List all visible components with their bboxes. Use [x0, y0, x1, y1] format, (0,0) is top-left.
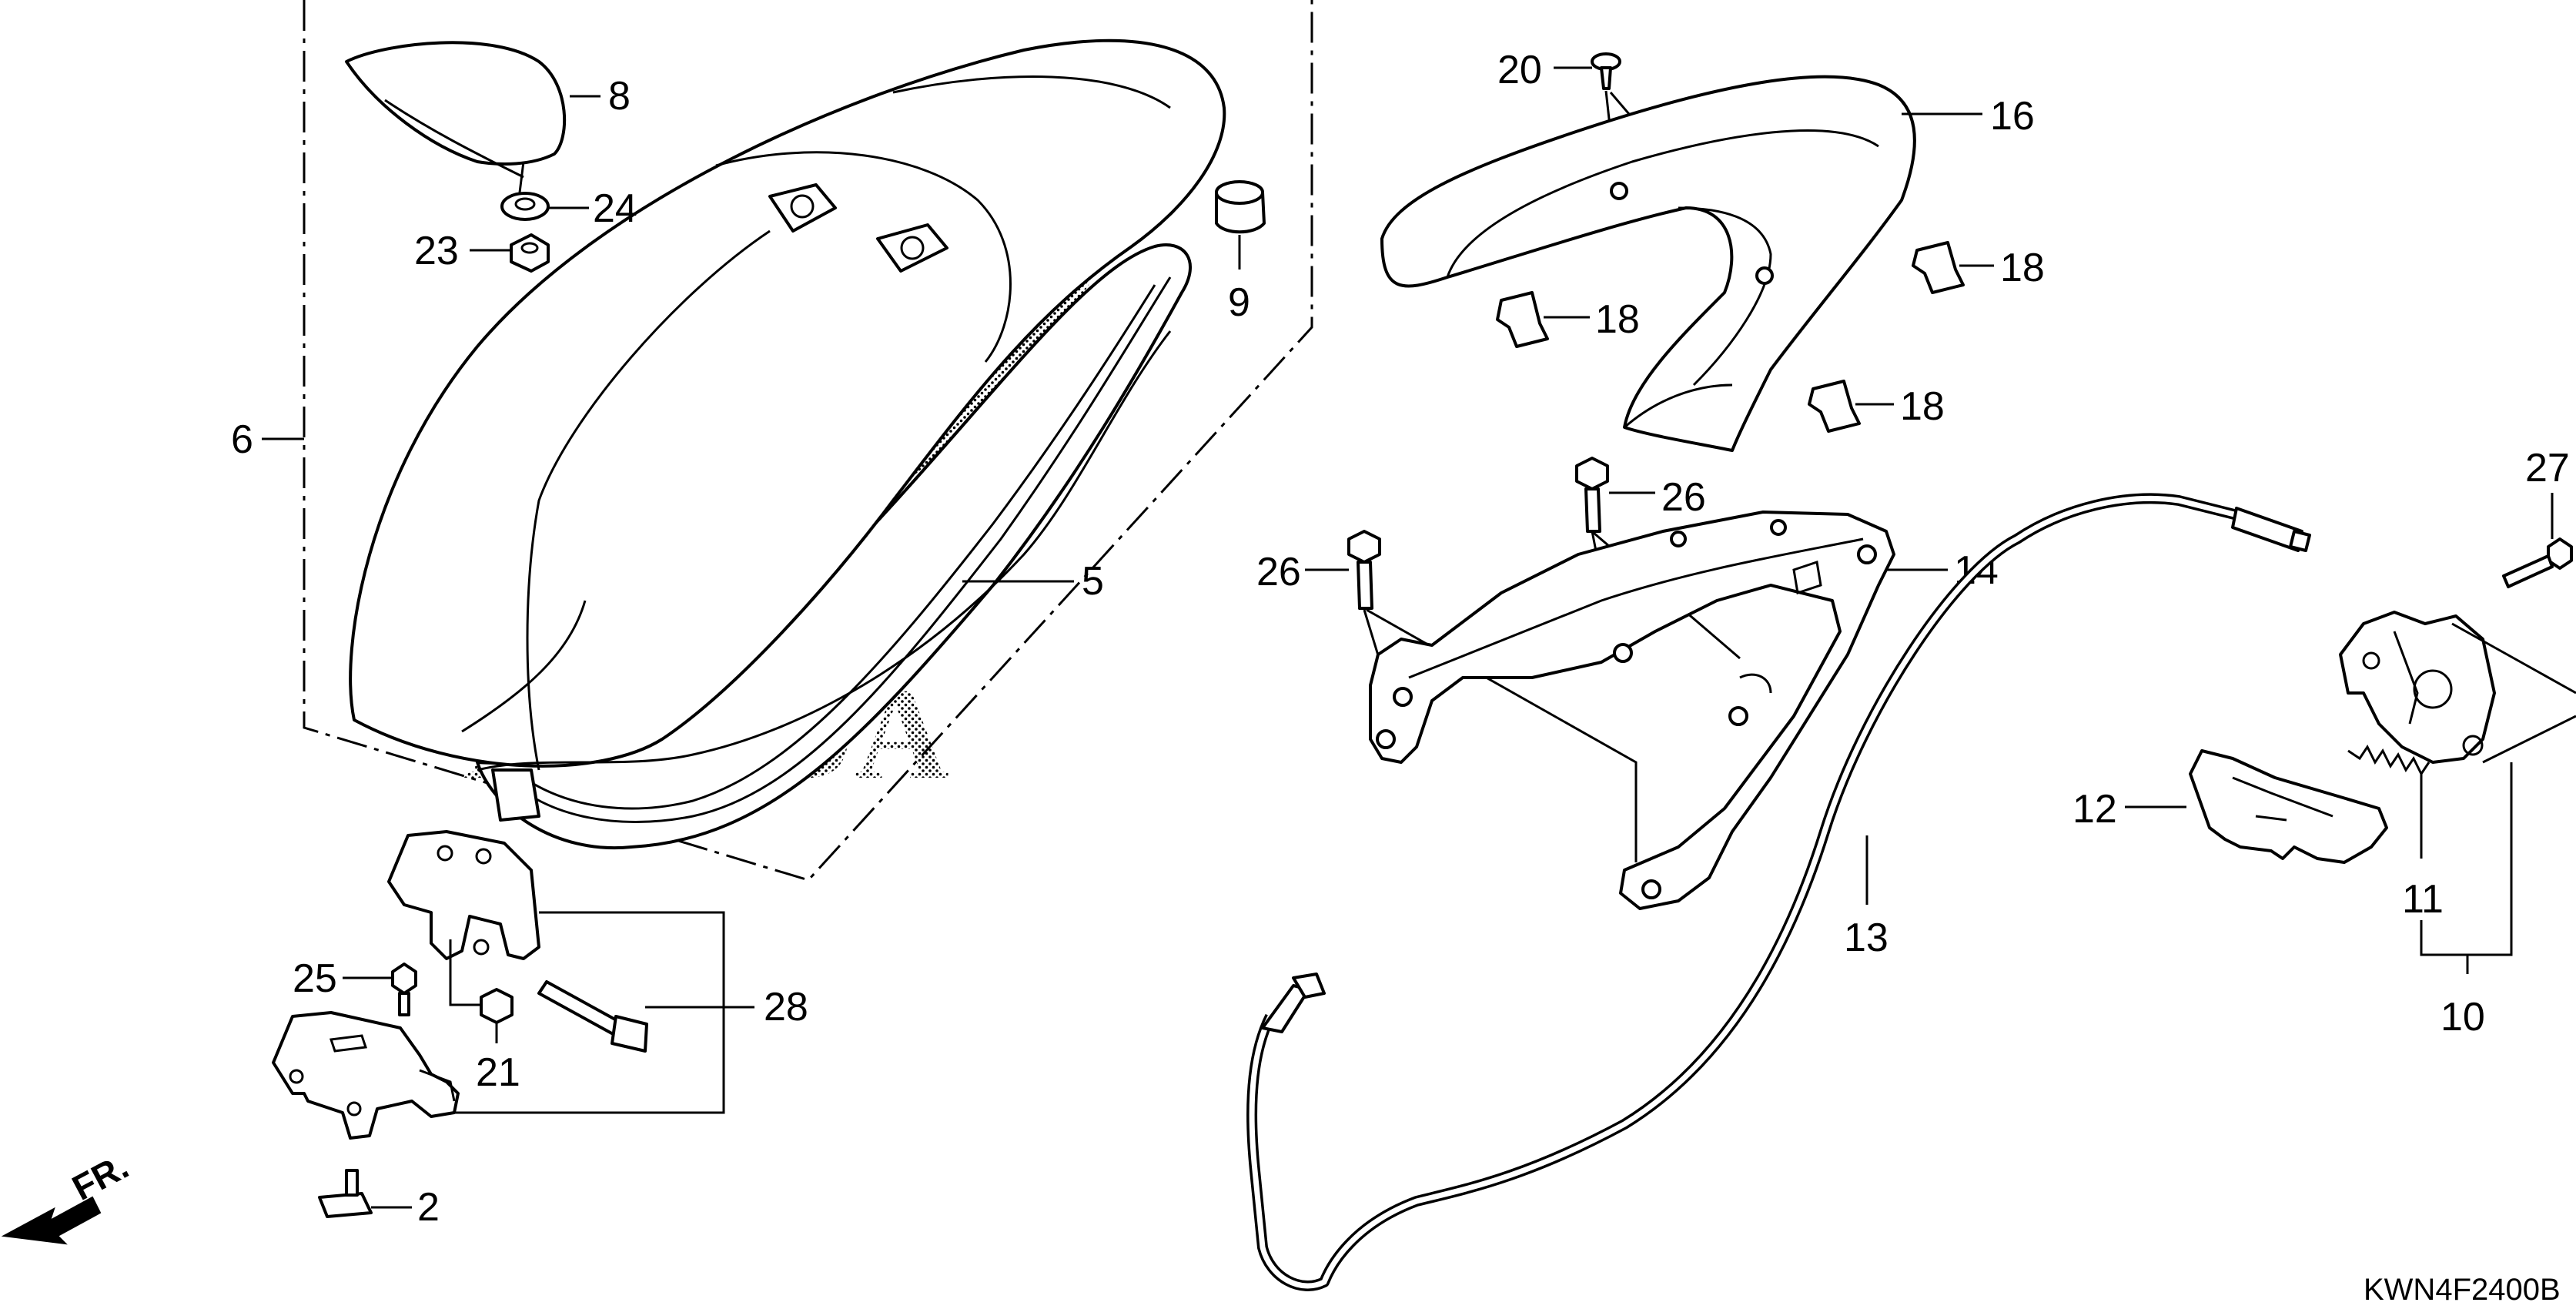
rubber-stopper-9 [1215, 180, 1266, 234]
screw-20 [1591, 52, 1621, 90]
callout-18-b: 18 [2000, 246, 2045, 290]
callout-20: 20 [1497, 48, 1542, 92]
callout-12: 12 [2073, 787, 2117, 832]
clip-18-c [1808, 380, 1861, 433]
callout-26-a: 26 [1661, 475, 1706, 520]
callout-18-c: 18 [1900, 384, 1945, 429]
bolt-26-left [1347, 530, 1381, 610]
callout-9: 9 [1228, 280, 1250, 325]
nut-21 [480, 988, 514, 1024]
seat-lock-cable-13 [1246, 493, 2311, 1291]
seat-hinge [387, 830, 540, 960]
callout-25: 25 [293, 956, 337, 1001]
callout-2: 2 [417, 1185, 440, 1230]
grab-rail-14 [1369, 511, 1895, 910]
seat-assembly-outline [303, 0, 1313, 882]
bolt-26-upper [1575, 457, 1609, 533]
seat-lock-10 [2339, 611, 2496, 764]
callout-6: 6 [231, 417, 253, 462]
clip-18-b [1912, 241, 1965, 294]
callout-10: 10 [2441, 995, 2485, 1040]
callout-18-a: 18 [1595, 297, 1640, 342]
lock-cover-12 [2189, 749, 2388, 864]
spring-11 [2347, 745, 2430, 776]
backrest-pad [345, 41, 567, 179]
drawing-code: KWN4F2400B [2364, 1273, 2561, 1307]
bolt-25 [391, 962, 417, 1016]
front-direction-arrow-icon [1, 1196, 102, 1245]
callout-24: 24 [593, 186, 637, 231]
clip-2 [318, 1169, 373, 1218]
callout-28: 28 [764, 985, 808, 1029]
callout-11: 11 [2402, 877, 2444, 922]
callout-23: 23 [414, 229, 459, 273]
callout-26-b: 26 [1256, 550, 1301, 594]
callout-5: 5 [1082, 559, 1104, 604]
callout-16: 16 [1990, 94, 2035, 139]
seat-cushion [349, 38, 1226, 822]
callout-13: 13 [1844, 916, 1889, 960]
callout-8: 8 [608, 74, 631, 119]
callout-21: 21 [476, 1050, 520, 1095]
hinge-bracket [272, 1011, 460, 1140]
washer-24 [500, 192, 550, 221]
clip-18-a [1496, 291, 1549, 348]
bolt-27 [2502, 537, 2573, 588]
callout-27: 27 [2525, 446, 2570, 490]
rear-cover-16 [1380, 75, 1916, 452]
hinge-bolt-28 [537, 980, 648, 1053]
front-direction-label: FR. [65, 1146, 135, 1208]
